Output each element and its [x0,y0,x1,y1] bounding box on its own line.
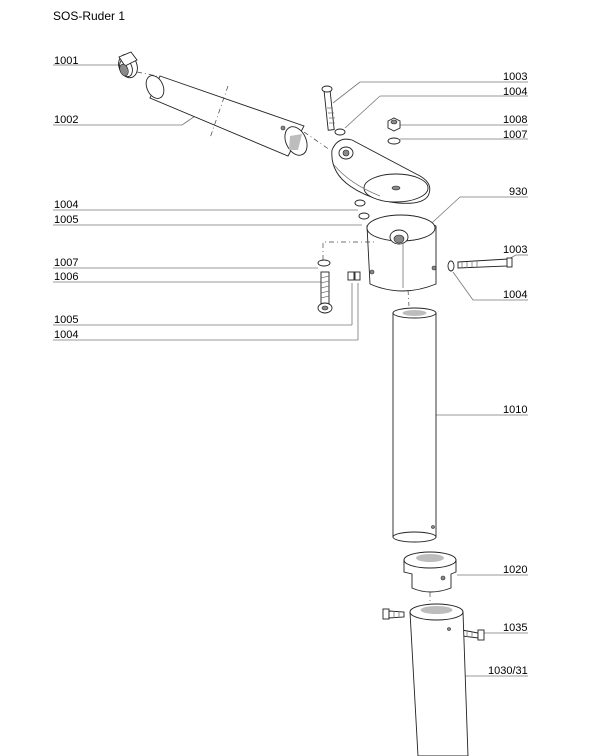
label-1007-lower: 1007 [54,257,79,269]
label-1006: 1006 [54,271,79,283]
label-1003-upper: 1003 [503,71,528,83]
rudder-shaft-1010 [392,307,437,543]
label-1005-mid: 1005 [54,214,79,226]
bolt-1003-upper [321,85,335,131]
bolt-1035-right [461,629,485,641]
leader-lines [53,64,528,677]
label-1008: 1008 [503,114,528,126]
label-1003-right: 1003 [503,244,528,256]
end-cap-1001 [118,51,138,79]
label-1004-right: 1004 [503,289,528,301]
nut-1008 [387,117,401,132]
label-1004-lower: 1004 [54,329,79,341]
washer-1004-mid [354,199,366,207]
nut-washer-1005-1004 [347,271,361,281]
label-1002: 1002 [54,114,79,126]
label-1001: 1001 [54,55,79,67]
label-1010: 1010 [503,404,528,416]
bolt-1035-left [382,608,405,620]
label-930: 930 [509,186,528,198]
washer-1007-lower [317,259,331,267]
label-1035: 1035 [503,622,528,634]
screw-1006 [317,271,333,314]
label-1030-31: 1030/31 [488,665,528,677]
lower-tube-1030-31 [409,603,469,756]
tiller-head-bracket [331,138,431,204]
tiller-tube-1002 [145,75,308,157]
bolt-1003-right [457,257,513,269]
rudder-head-930 [366,214,437,292]
washer-1004-upper [334,128,346,136]
washer-1004-right [447,260,455,272]
label-1007-upper: 1007 [503,129,528,141]
label-1005-lower: 1005 [54,314,79,326]
washer-1007-upper [387,137,401,145]
label-1004-mid: 1004 [54,199,79,211]
label-1004-upper: 1004 [503,86,528,98]
washer-1005-mid [358,212,370,220]
bushing-1020 [403,551,457,593]
diagram-title: SOS-Ruder 1 [53,9,126,23]
label-1020: 1020 [503,564,528,576]
